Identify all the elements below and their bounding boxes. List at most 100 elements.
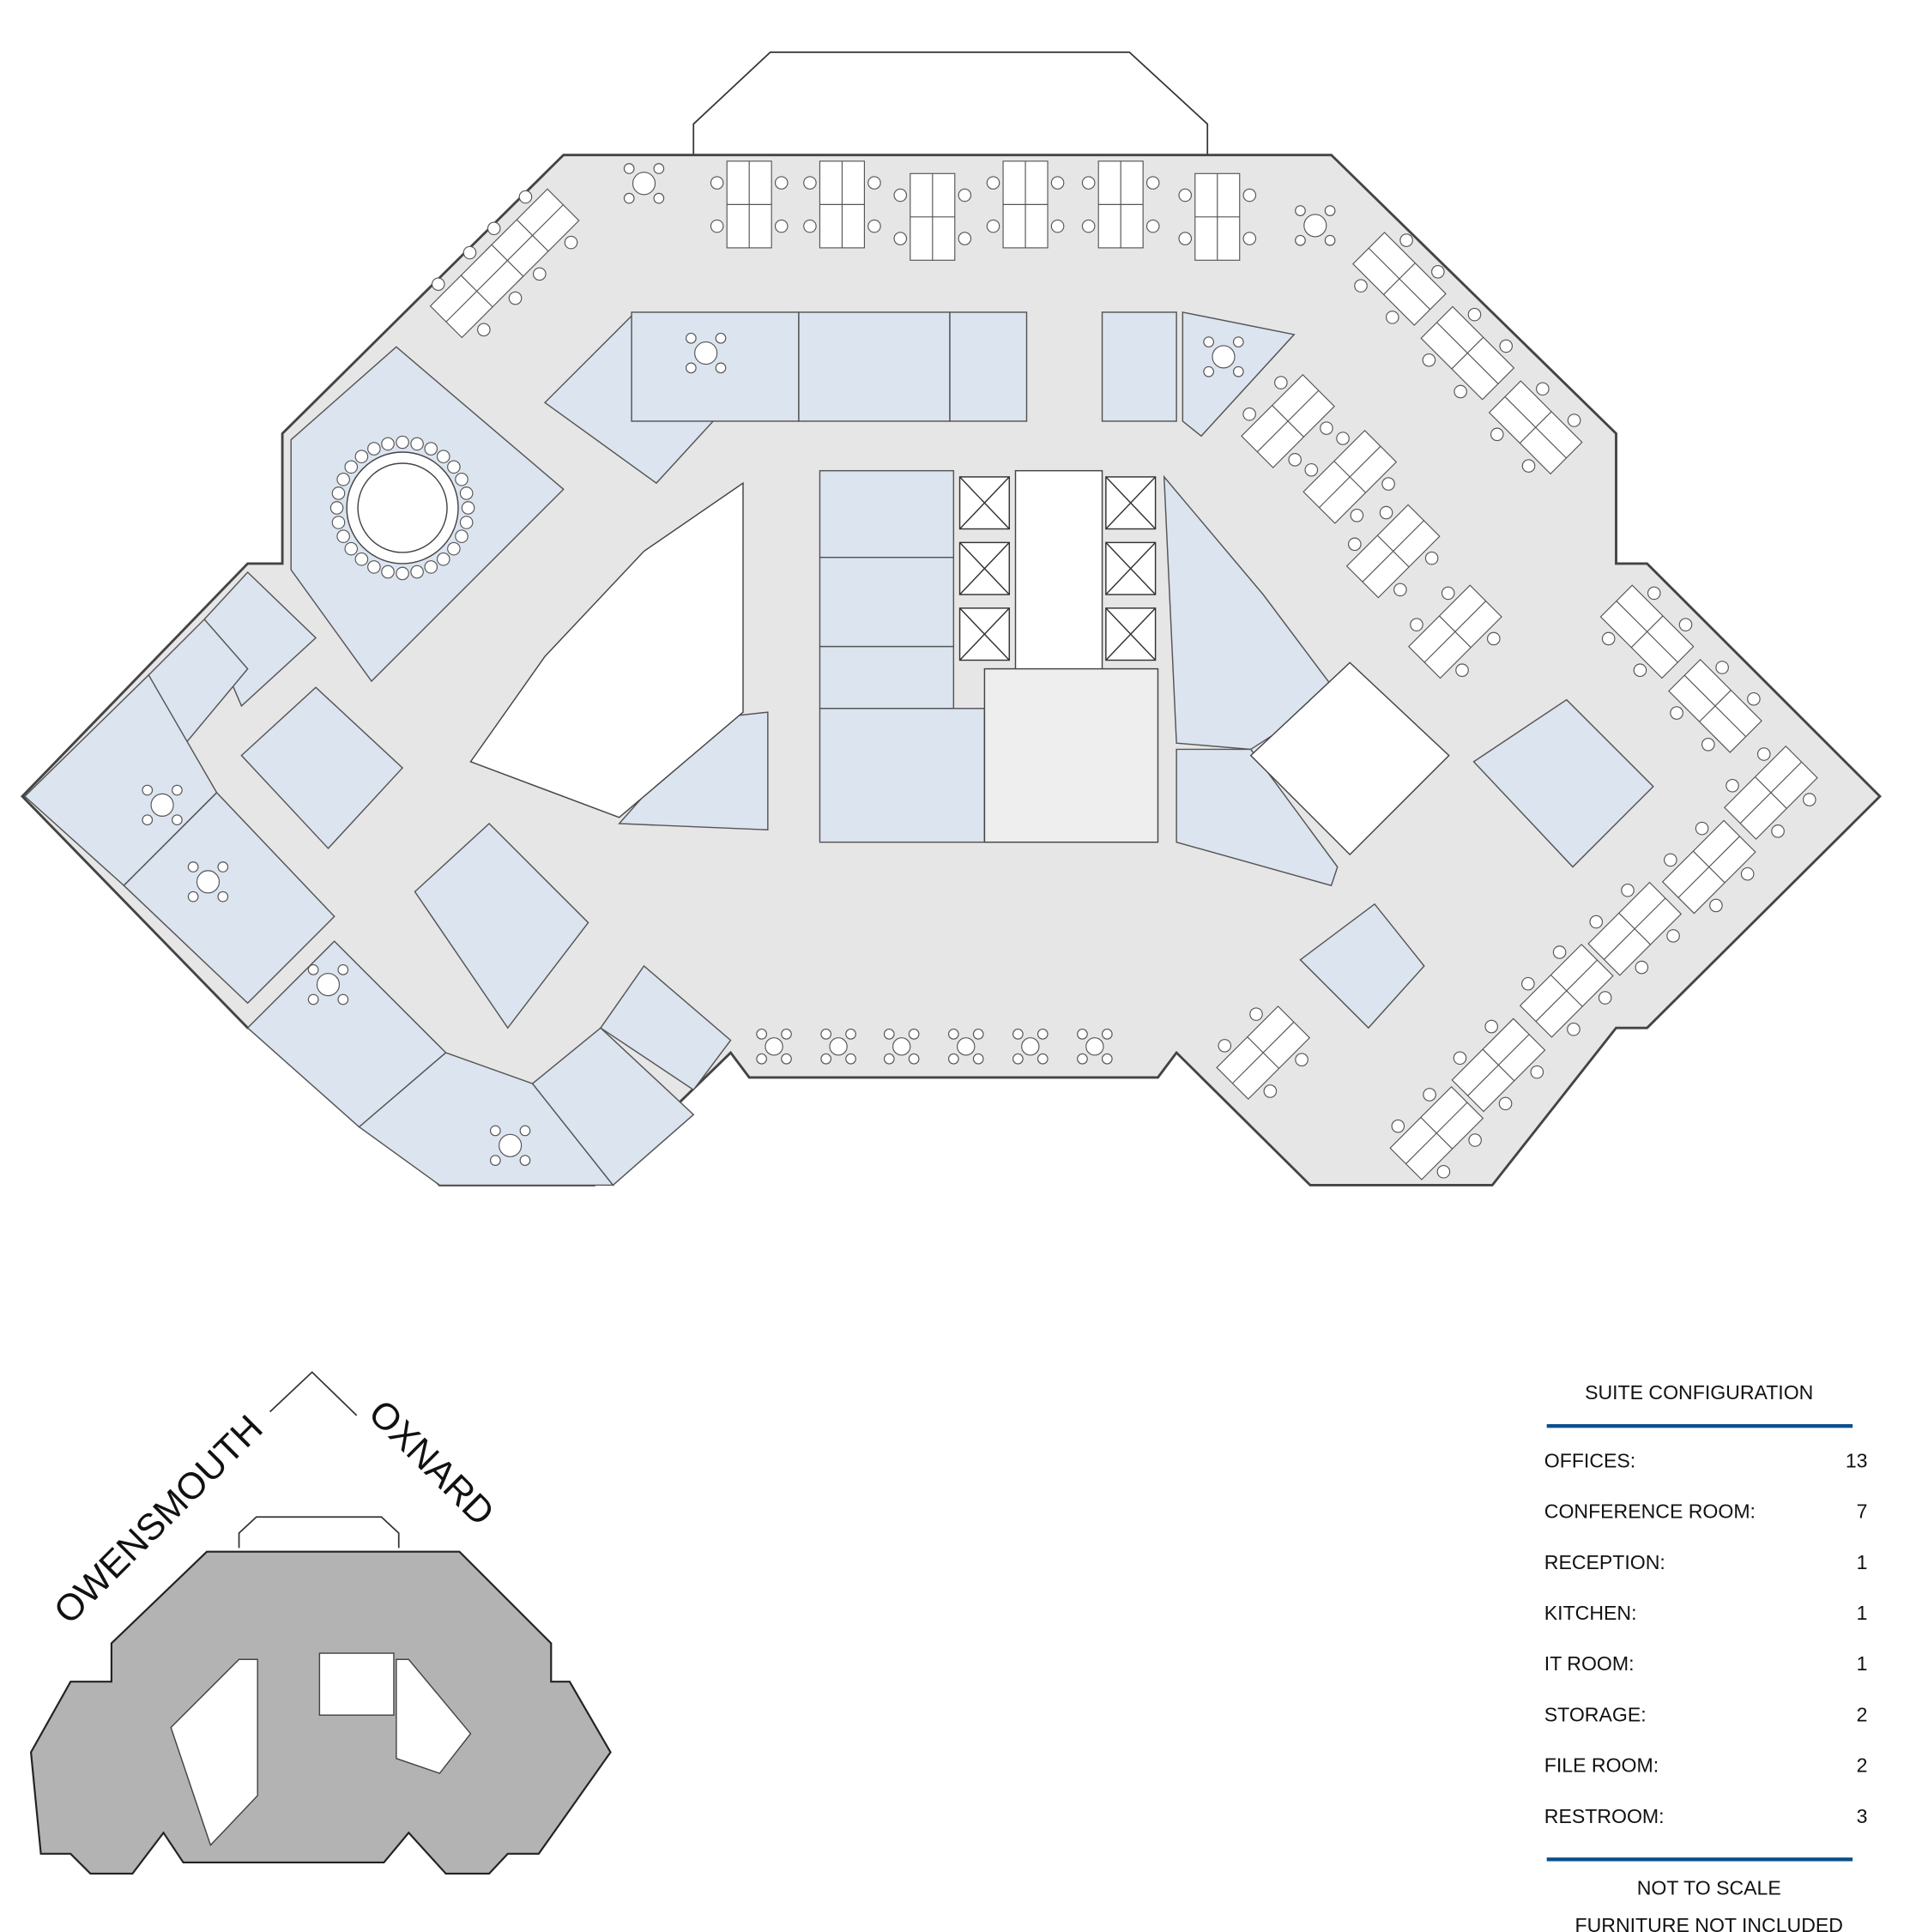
elevator-car bbox=[958, 607, 1011, 661]
workstation bbox=[893, 172, 972, 261]
workstation-cluster bbox=[1668, 659, 1762, 753]
chair bbox=[1455, 663, 1469, 678]
chair bbox=[1410, 618, 1423, 631]
chair bbox=[367, 442, 381, 456]
chair bbox=[1393, 583, 1407, 597]
chair bbox=[436, 450, 450, 463]
chair bbox=[564, 235, 578, 250]
chair bbox=[986, 219, 1000, 233]
chair bbox=[1441, 586, 1455, 601]
legend-row-value: 1 bbox=[1857, 1551, 1868, 1573]
legend-note-furniture: FURNITURE NOT INCLUDED bbox=[1575, 1914, 1843, 1932]
chair bbox=[396, 566, 409, 581]
chair bbox=[1803, 793, 1816, 806]
chair bbox=[1552, 945, 1567, 959]
chair bbox=[1530, 1065, 1544, 1079]
cafe-table bbox=[820, 1029, 856, 1065]
chair bbox=[477, 323, 491, 337]
chair bbox=[710, 176, 724, 190]
chair bbox=[1422, 353, 1436, 367]
chair bbox=[424, 560, 438, 574]
chair bbox=[1601, 631, 1616, 646]
chair bbox=[958, 232, 972, 245]
suite-configuration-legend: SUITE CONFIGURATION OFFICES:13CONFERENCE… bbox=[1544, 1381, 1868, 1932]
legend-title: SUITE CONFIGURATION bbox=[1585, 1381, 1813, 1404]
elevator-car bbox=[1105, 541, 1157, 595]
round-table bbox=[142, 784, 183, 826]
chair bbox=[1050, 219, 1065, 233]
keymap-bay bbox=[238, 1516, 400, 1549]
chair bbox=[1589, 915, 1604, 929]
office-north-2 bbox=[798, 311, 951, 422]
chair bbox=[803, 219, 817, 233]
chair bbox=[1242, 407, 1256, 421]
chair bbox=[1350, 509, 1364, 522]
chair bbox=[1715, 661, 1729, 674]
workstation-cluster bbox=[1488, 380, 1583, 475]
office-north-4 bbox=[1101, 311, 1177, 422]
chair bbox=[459, 486, 474, 500]
cafe-table bbox=[756, 1029, 792, 1065]
legend-row-value: 13 bbox=[1846, 1450, 1868, 1472]
legend-row: OFFICES:13 bbox=[1544, 1450, 1868, 1472]
chair bbox=[1621, 884, 1635, 897]
chair bbox=[1709, 898, 1723, 913]
chair bbox=[381, 565, 395, 579]
chair bbox=[1381, 477, 1395, 491]
legend-row: RECEPTION:1 bbox=[1544, 1551, 1868, 1573]
chair bbox=[1740, 866, 1755, 881]
keymap-core-west bbox=[170, 1658, 258, 1847]
chair bbox=[1567, 414, 1581, 427]
restroom-west bbox=[240, 686, 404, 849]
chair bbox=[354, 450, 369, 463]
chair bbox=[1242, 232, 1257, 245]
chair bbox=[958, 188, 972, 202]
chair bbox=[367, 560, 381, 574]
legend-row-label: STORAGE: bbox=[1544, 1703, 1647, 1725]
chair bbox=[1453, 1051, 1467, 1066]
chair bbox=[1304, 462, 1319, 477]
chair bbox=[396, 435, 409, 450]
chair bbox=[1454, 384, 1467, 399]
workstation-cluster bbox=[1519, 943, 1614, 1038]
bay-window bbox=[692, 51, 1209, 155]
chair bbox=[1747, 691, 1761, 706]
chair bbox=[1354, 279, 1368, 293]
chair bbox=[1498, 1096, 1513, 1111]
chair bbox=[893, 232, 908, 245]
boardroom-table-inner bbox=[357, 462, 448, 553]
conference-room-core-1 bbox=[819, 469, 955, 558]
chair bbox=[455, 472, 468, 486]
chair bbox=[518, 190, 533, 204]
elevator-lobby bbox=[1014, 469, 1103, 676]
round-table bbox=[1203, 336, 1244, 377]
legend-row-label: IT ROOM: bbox=[1544, 1652, 1635, 1675]
chair bbox=[1320, 421, 1333, 435]
workstation bbox=[803, 160, 881, 249]
chair bbox=[329, 501, 344, 515]
chair bbox=[1336, 432, 1350, 445]
workstation bbox=[710, 160, 789, 249]
chair bbox=[1468, 1133, 1482, 1147]
workstation-cluster bbox=[1724, 746, 1818, 840]
round-table bbox=[187, 861, 229, 903]
cafe-table bbox=[1012, 1029, 1049, 1065]
workstation bbox=[986, 160, 1065, 249]
chair bbox=[1484, 1019, 1499, 1034]
cafe-table bbox=[883, 1029, 920, 1065]
chair bbox=[459, 516, 474, 529]
chair bbox=[1670, 706, 1683, 720]
workstation-cluster bbox=[1451, 1017, 1546, 1113]
elevator-car bbox=[958, 476, 1011, 530]
chair bbox=[461, 501, 475, 515]
chair bbox=[1647, 586, 1661, 601]
chair bbox=[1348, 537, 1362, 552]
chair bbox=[436, 552, 450, 566]
cafe-table bbox=[1077, 1029, 1113, 1065]
office-sw-3 bbox=[531, 1027, 695, 1186]
legend-row-label: KITCHEN: bbox=[1544, 1602, 1637, 1624]
chair bbox=[774, 176, 789, 190]
legend-row-label: FILE ROOM: bbox=[1544, 1754, 1659, 1777]
chair bbox=[1249, 1007, 1263, 1021]
